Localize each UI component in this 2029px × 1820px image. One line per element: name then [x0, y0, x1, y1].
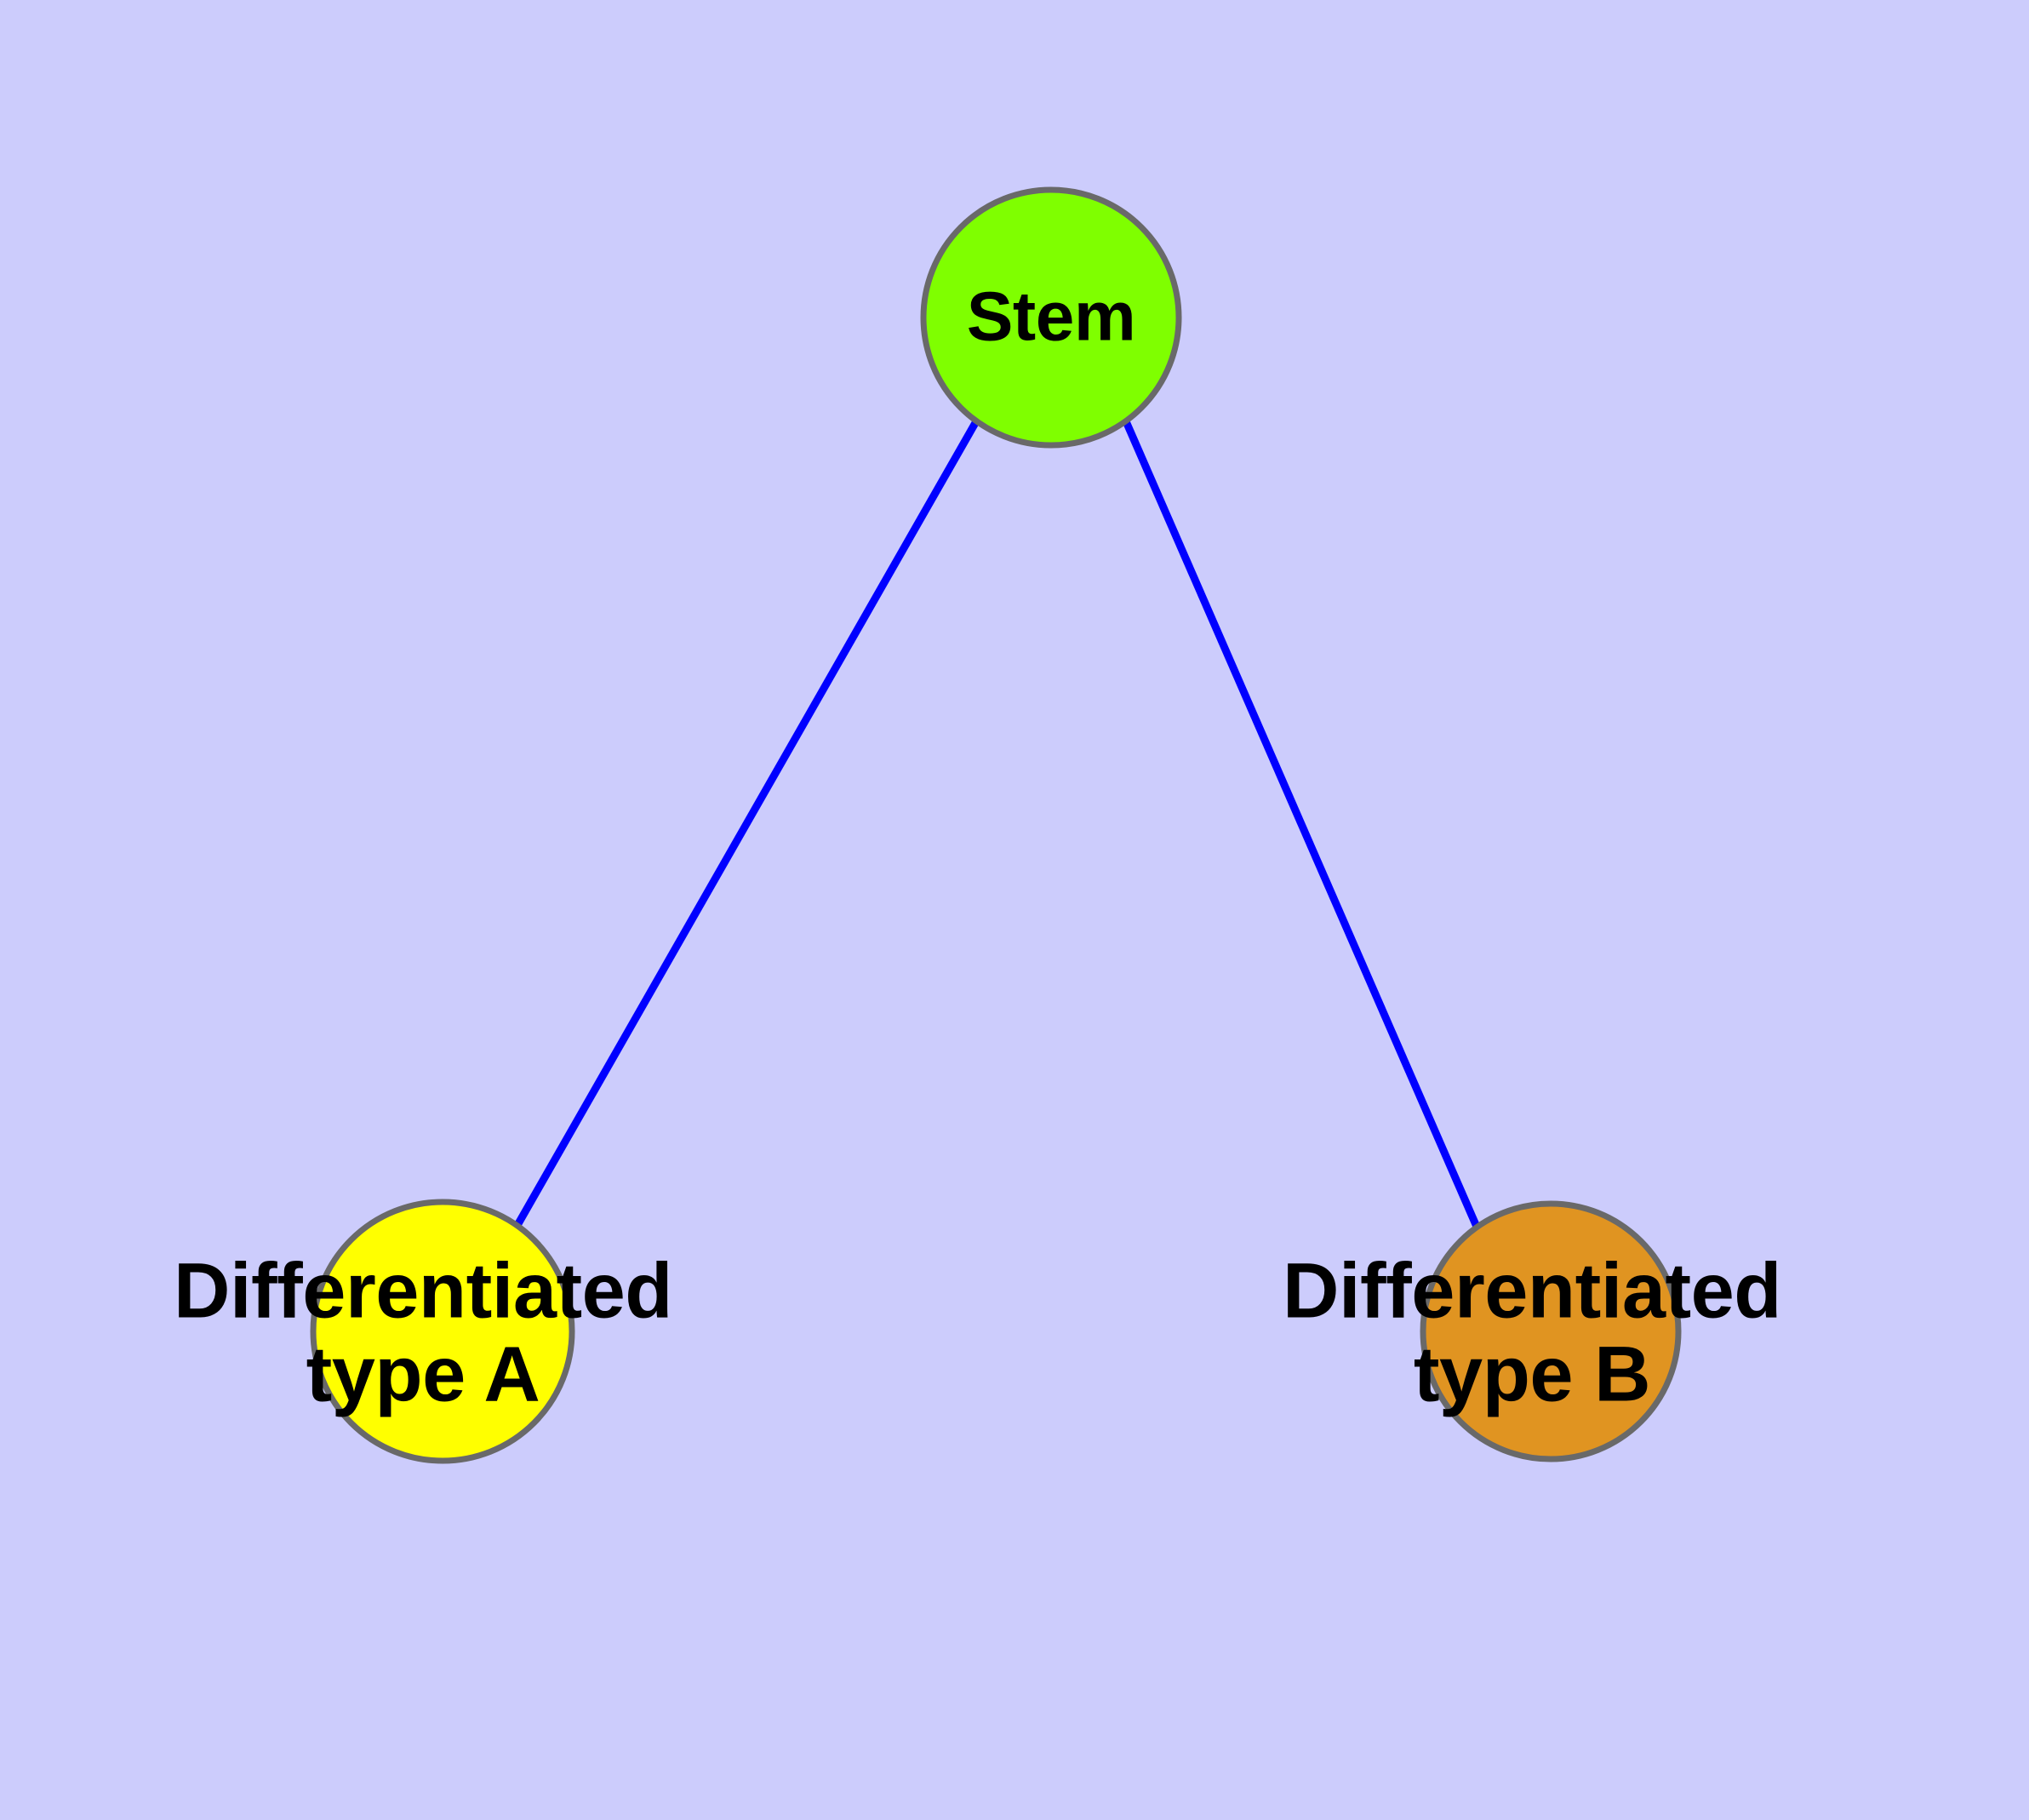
graph-node-diff-a[interactable]	[310, 1199, 575, 1464]
graph-edge-stem-to-b[interactable]	[1122, 420, 1481, 1228]
graph-edge-stem-to-a[interactable]	[513, 419, 980, 1229]
graph-node-stem[interactable]	[920, 186, 1182, 449]
node-layer	[310, 186, 1682, 1464]
edge-layer	[513, 419, 1481, 1229]
graph-node-diff-b[interactable]	[1420, 1200, 1682, 1462]
